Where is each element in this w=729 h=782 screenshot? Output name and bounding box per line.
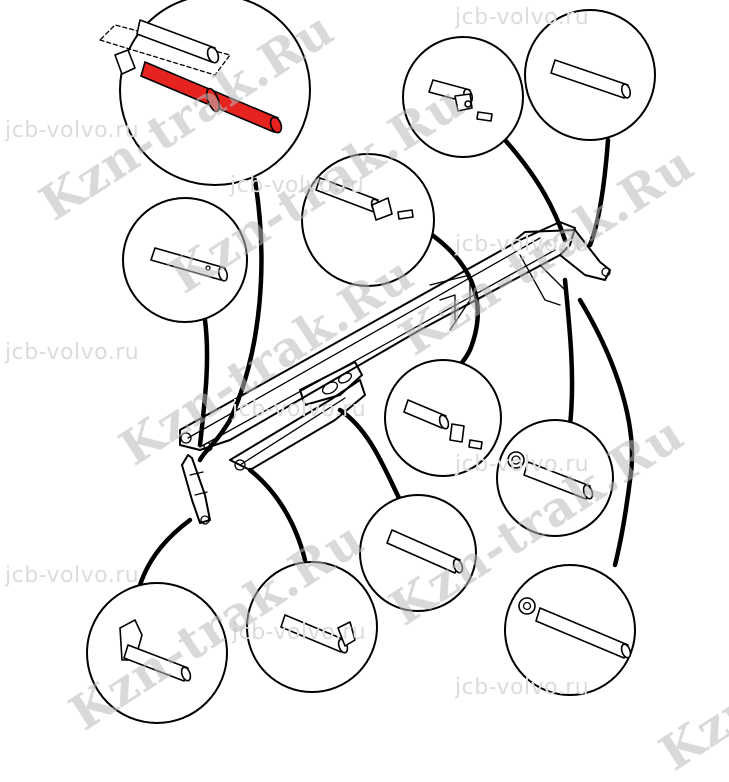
parts-diagram [86, 0, 656, 724]
callout-pin-top-right[interactable] [524, 9, 656, 141]
callout-pin-left[interactable] [122, 197, 248, 323]
watermark-small: jcb-volvo.ru [230, 173, 365, 198]
callout-pin-washer[interactable] [496, 419, 614, 537]
callout-pin-with-tab[interactable] [246, 561, 378, 693]
watermark-small: jcb-volvo.ru [455, 452, 590, 477]
boom-assembly [179, 221, 611, 525]
watermark-small: jcb-volvo.ru [5, 563, 140, 588]
callout-highlighted-pin[interactable] [99, 0, 311, 186]
callout-pin-plate-bolt-top[interactable] [301, 153, 435, 287]
watermark-small: jcb-volvo.ru [455, 232, 590, 257]
watermark-small: jcb-volvo.ru [455, 675, 590, 700]
callout-pin-lockplate[interactable] [402, 36, 524, 158]
callout-pin-with-tab-left[interactable] [86, 582, 228, 724]
watermark-small: jcb-volvo.ru [5, 118, 140, 143]
watermark-small: jcb-volvo.ru [232, 397, 367, 422]
callout-pin-bottom-right[interactable] [504, 564, 636, 696]
callout-pin-center-bottom[interactable] [359, 494, 477, 612]
watermark-small: jcb-volvo.ru [232, 620, 367, 645]
watermark-small: jcb-volvo.ru [5, 340, 140, 365]
watermark-small: jcb-volvo.ru [455, 5, 590, 30]
callout-pin-plate-bolt-mid[interactable] [384, 359, 502, 477]
